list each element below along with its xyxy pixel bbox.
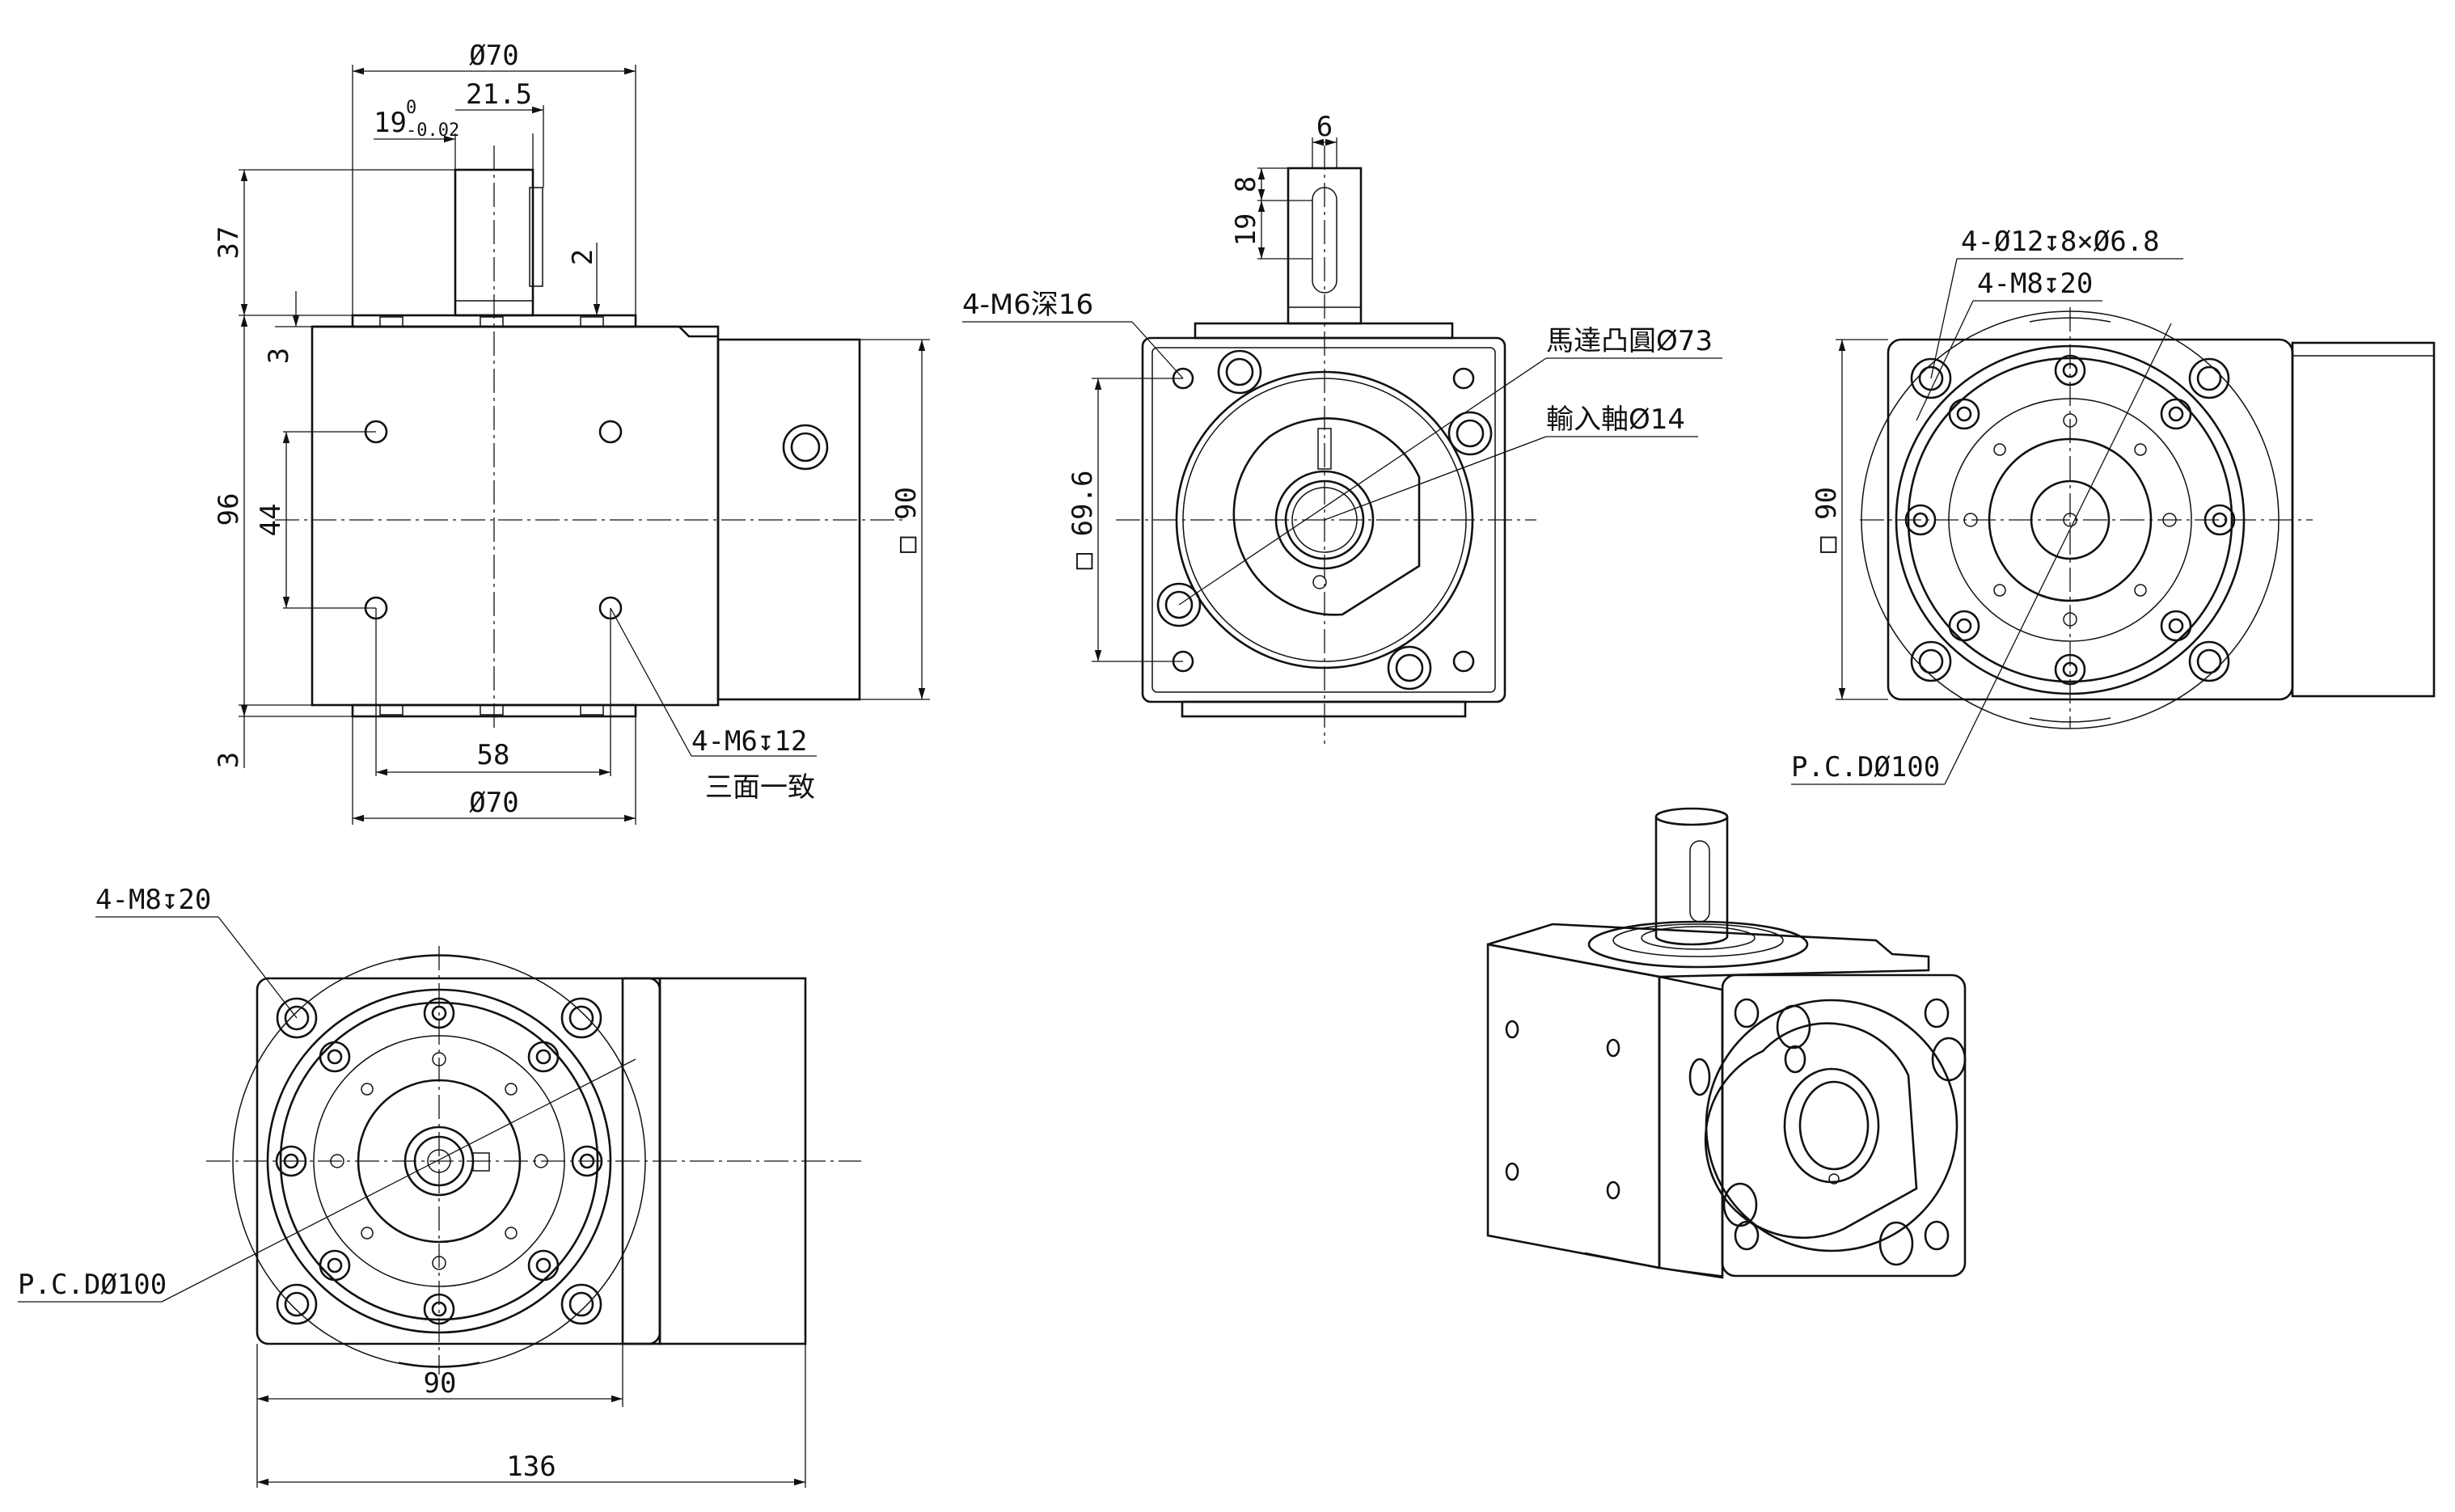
front-hole-tr — [1452, 367, 1475, 390]
dim-key-width: 6 — [1316, 111, 1333, 143]
dim-height: 96 — [213, 493, 245, 526]
side-motor-housing — [716, 338, 861, 701]
dim-key-depth: 2 — [567, 249, 599, 265]
right-view: 4-Ø12↧8×Ø6.8 4-M8↧20 □ 90 P.C.DØ100 — [1791, 226, 2436, 785]
dim-flange-dia-top: Ø70 — [469, 40, 518, 72]
note-bottom-holes: 4-M8↧20 — [95, 884, 211, 916]
front-view: 6 8 19 4-M6深16 馬達凸圓Ø73 輸入軸Ø14 □ 69.6 — [962, 111, 1722, 744]
dim-shaft-tol-lower: -0.02 — [406, 120, 459, 141]
side-top-step — [312, 325, 718, 338]
front-adapter-plate — [1232, 417, 1421, 616]
iso-left-face — [1486, 943, 1661, 1269]
note-bottom-pcd: P.C.DØ100 — [18, 1269, 167, 1301]
note-right-holes-2: 4-M8↧20 — [1977, 268, 2093, 300]
dim-front-square: □ 69.6 — [1067, 471, 1099, 570]
side-shaft-key — [529, 187, 543, 287]
dim-side-square: □ 90 — [890, 487, 923, 553]
iso-front-face — [1721, 974, 1967, 1278]
note-front-holes: 4-M6深16 — [962, 289, 1093, 321]
dim-shaft-length: 21.5 — [466, 78, 532, 111]
bottom-view: 4-M8↧20 P.C.DØ100 90 136 — [18, 884, 861, 1488]
dim-flange-dia-bottom: Ø70 — [469, 787, 518, 819]
front-hole-br — [1452, 650, 1475, 673]
right-motor-housing — [2291, 341, 2436, 698]
iso-input-bore — [1783, 1067, 1880, 1184]
iso-motor-boss — [1705, 999, 1959, 1252]
iso-output-shaft — [1654, 817, 1729, 946]
dim-right-square: □ 90 — [1811, 487, 1843, 553]
note-right-holes-1: 4-Ø12↧8×Ø6.8 — [1961, 226, 2160, 258]
side-body — [311, 325, 720, 707]
dim-bottom-total: 136 — [506, 1451, 556, 1483]
side-hole-2 — [598, 420, 623, 444]
dim-shaft-dia: 19 — [374, 107, 407, 139]
isometric-view — [1486, 807, 1967, 1279]
dim-bottom-width: 90 — [424, 1367, 457, 1400]
note-right-pcd: P.C.DØ100 — [1791, 751, 1940, 783]
dim-hole-spacing-h: 58 — [477, 739, 510, 771]
front-bottom-flange — [1181, 700, 1467, 718]
dim-shaft-height: 37 — [213, 226, 245, 260]
note-input-shaft: 輸入軸Ø14 — [1546, 403, 1685, 436]
iso-top-face — [1487, 923, 1930, 978]
side-view: Ø70 21.5 19 0 -0.02 37 2 3 96 44 3 58 Ø7… — [213, 40, 930, 825]
dim-top-step: 3 — [263, 348, 295, 364]
dim-bottom-step: 3 — [213, 752, 245, 768]
note-side-holes: 4-M6↧12 — [691, 725, 807, 758]
side-plug-inner — [790, 432, 821, 462]
dim-hole-spacing-v: 44 — [255, 504, 287, 537]
side-plug-outer — [782, 424, 829, 471]
dim-key-length: 8 — [1230, 176, 1262, 192]
front-top-flange — [1194, 322, 1454, 340]
dim-key-position: 19 — [1230, 213, 1262, 247]
note-side-holes-2: 三面一致 — [705, 771, 815, 804]
dim-shaft-tol-upper: 0 — [406, 98, 416, 118]
note-motor-boss: 馬達凸圓Ø73 — [1546, 325, 1713, 357]
